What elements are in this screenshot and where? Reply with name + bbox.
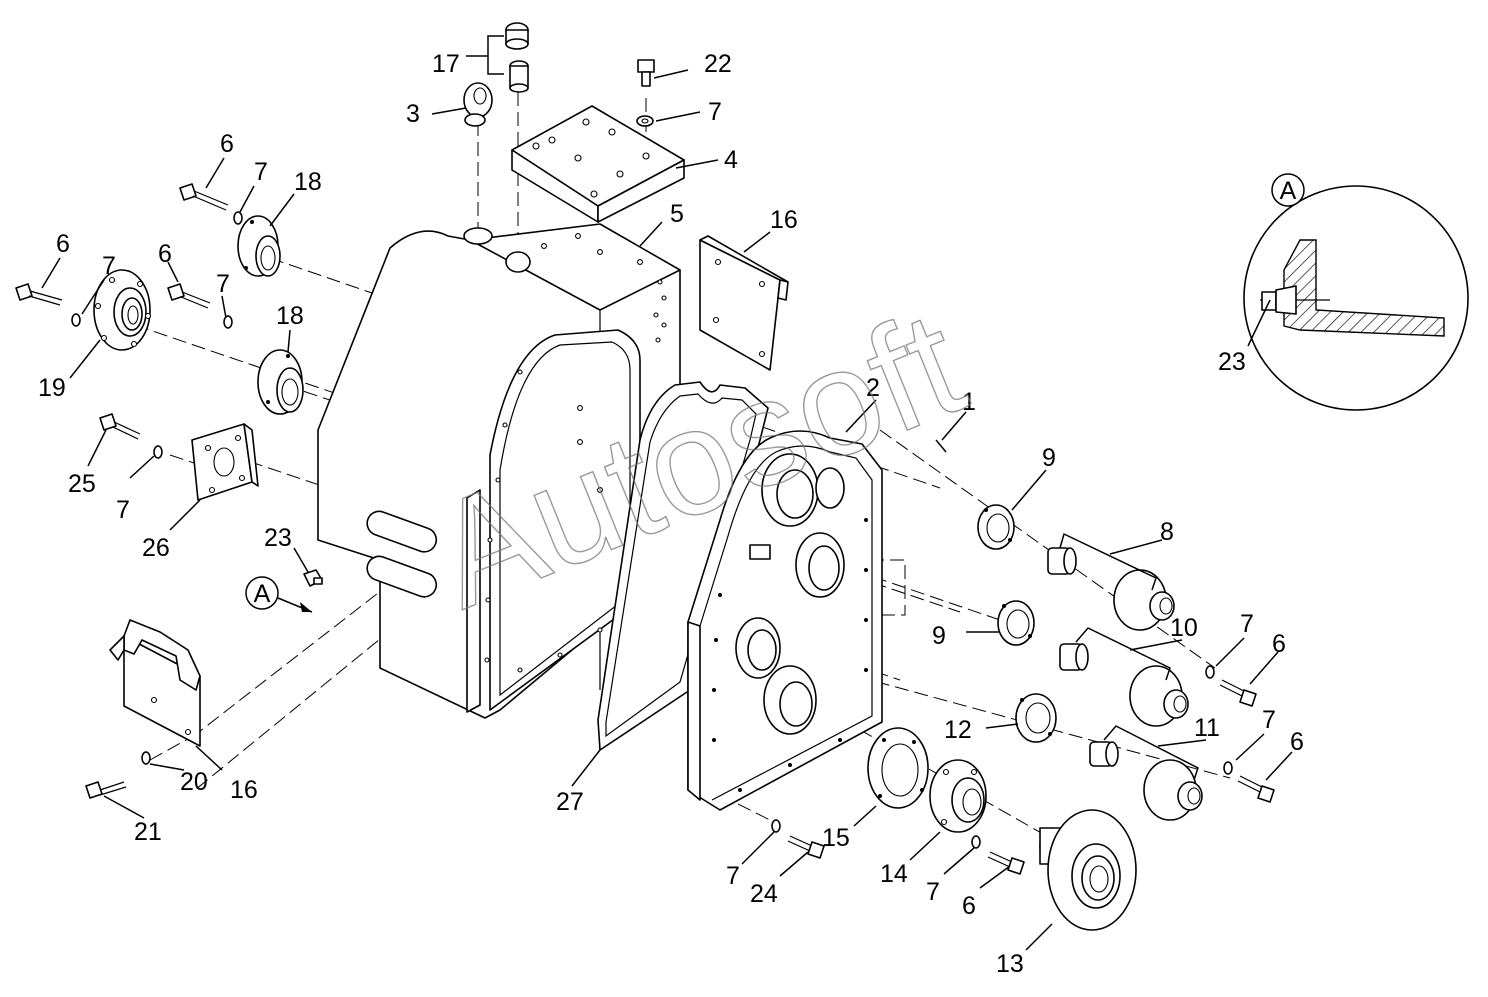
output-flange-13 [1039,809,1137,931]
callout-6: 6 [158,240,172,268]
mounting-bracket [109,619,201,747]
callout-20: 20 [180,768,208,796]
bearing-retainer-14 [929,759,987,833]
callout-7: 7 [1262,706,1276,734]
shaft-seal-assembly-10 [1059,643,1189,727]
bearing-cap-lower [257,349,304,415]
callout-19: 19 [38,374,66,402]
callout-7: 7 [254,158,268,186]
plug-23 [303,569,323,587]
leader-lines [41,35,1293,951]
rear-cover-plate [699,235,789,371]
callout-labels: 17 3 22 7 4 5 16 6 7 18 6 7 6 7 18 19 25… [38,50,1304,978]
callout-5: 5 [670,200,684,228]
mounting-flange-plate [191,423,259,501]
callout-9: 9 [1042,444,1056,472]
gasket [597,381,769,751]
bolts-right [771,665,1275,875]
flanged-bearing-housing [93,269,152,351]
pin-1 [935,439,947,453]
detail-marker-a: A [245,576,313,613]
breather-plug [505,22,529,93]
callout-12: 12 [944,716,972,744]
callout-6: 6 [1272,630,1286,658]
callout-27: 27 [556,788,584,816]
callout-23: 23 [1218,348,1246,376]
callout-6: 6 [220,130,234,158]
callout-17: 17 [432,50,460,78]
callout-3: 3 [406,100,420,128]
callout-6: 6 [962,892,976,920]
detail-view-label: A [1280,177,1297,205]
callout-4: 4 [724,146,738,174]
callout-7: 7 [116,496,130,524]
callout-22: 22 [704,50,732,78]
callout-8: 8 [1160,518,1174,546]
callout-26: 26 [142,534,170,562]
callout-7: 7 [708,98,722,126]
callout-6: 6 [1290,728,1304,756]
callout-7: 7 [1240,610,1254,638]
detail-view-a: A [1243,173,1469,411]
callout-24: 24 [750,880,778,908]
seal-plate-9-upper [977,504,1015,550]
bearing-cap-upper [237,215,281,277]
callout-18: 18 [276,302,304,330]
callout-21: 21 [134,818,162,846]
callout-7: 7 [102,252,116,280]
callout-13: 13 [996,950,1024,978]
callout-1: 1 [962,388,976,416]
callout-15: 15 [822,824,850,852]
gasket-15 [867,727,929,809]
front-cover-plate [687,430,883,811]
detail-marker-label: A [254,580,271,608]
callout-9: 9 [932,622,946,650]
bolt-21-washer-20 [85,751,151,799]
shaft-seal-assembly-11 [1089,741,1203,821]
seal-plate-12 [1015,693,1057,743]
callout-16: 16 [770,206,798,234]
callout-16: 16 [230,776,258,804]
callout-25: 25 [68,470,96,498]
bolt-washer-set-left [15,183,243,459]
main-housing [317,223,681,719]
callout-6: 6 [56,230,70,258]
callout-7: 7 [726,862,740,890]
callout-18: 18 [294,168,322,196]
callout-14: 14 [880,860,908,888]
top-bolt [636,59,655,127]
seal-plate-9-lower [997,600,1035,646]
callout-23: 23 [264,524,292,552]
callout-7: 7 [926,878,940,906]
callout-11: 11 [1194,714,1220,742]
lifting-eye [463,82,493,127]
callout-10: 10 [1170,614,1198,642]
callout-7: 7 [216,270,230,298]
shaft-seal-assembly-8 [1047,547,1175,631]
top-cover-plate [511,105,685,223]
callout-2: 2 [866,374,880,402]
